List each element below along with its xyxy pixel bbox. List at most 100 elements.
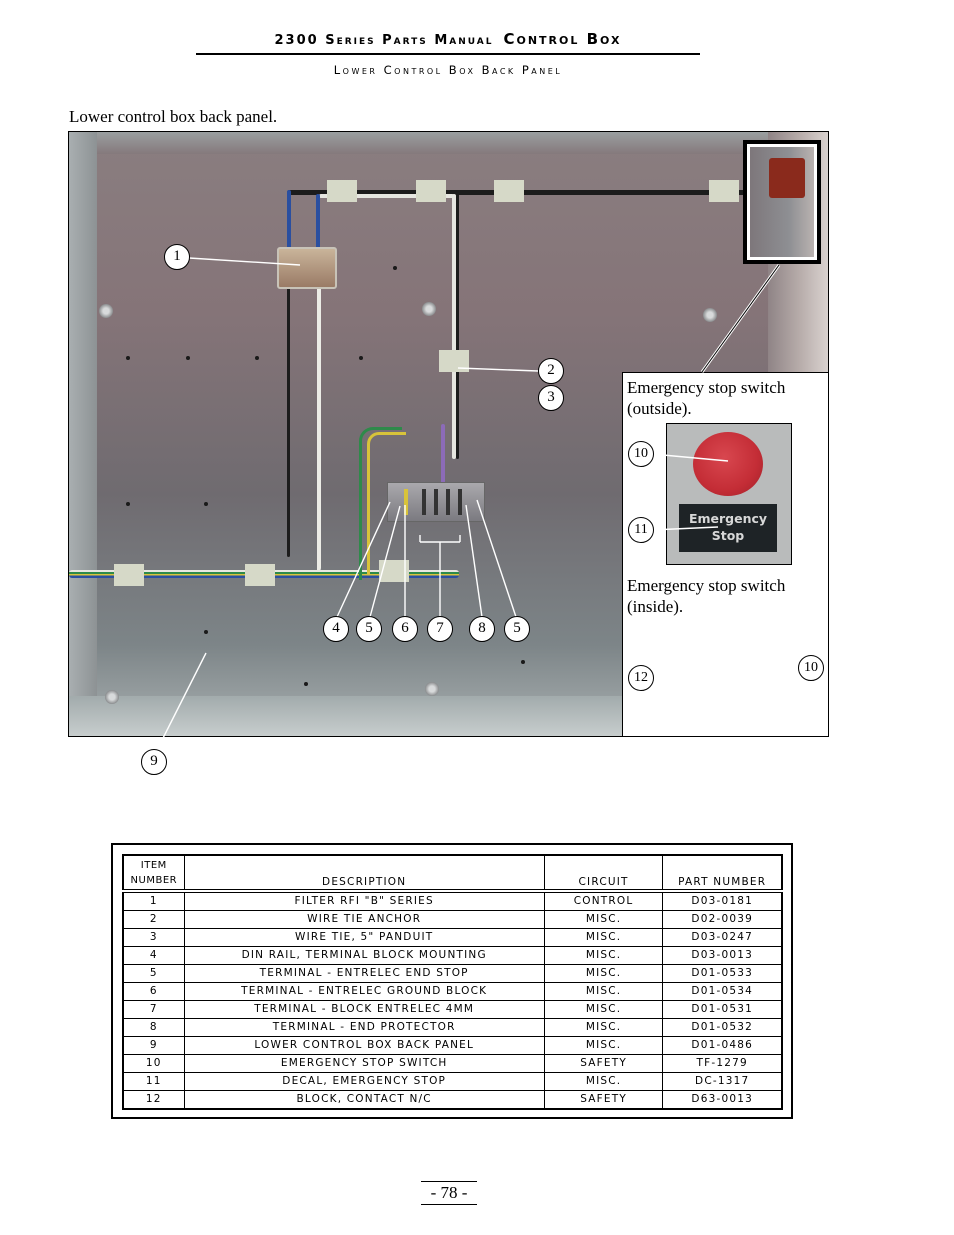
estop-detail-panel: Emergency stop switch (outside). Emergen… [622,372,828,736]
cell-item: 12 [122,1090,185,1110]
manual-title: 2300 Series Parts Manual Control Box [196,30,700,48]
manual-series-title: 2300 Series Parts Manual [274,33,494,48]
enclosure-left-edge [69,132,97,736]
cell-item: 1 [122,890,185,911]
page-subtitle: Lower Control Box Back Panel [333,63,563,77]
panel-hole [126,502,130,506]
cell-circuit: MISC. [543,1036,664,1055]
cell-circuit: MISC. [543,946,664,965]
panel-hole [255,356,259,360]
callout-2: 2 [538,358,564,384]
section-title: Control Box [503,30,622,48]
estop-inside-label: Emergency stop switch (inside). [627,575,785,617]
cell-description: TERMINAL - END PROTECTOR [183,1018,545,1037]
estop-outside-label-line1: Emergency stop switch [627,378,786,397]
callout-3: 3 [538,385,564,411]
cell-circuit: SAFETY [543,1090,664,1110]
cell-circuit: MISC. [543,964,664,983]
cell-part-number: D01-0533 [662,964,783,983]
panel-hole [304,682,308,686]
cell-item: 4 [122,946,185,965]
col-circuit: CIRCUIT [543,854,664,893]
cell-circuit: MISC. [543,982,664,1001]
white-drop-wire [317,287,321,572]
white-wire-top [319,194,454,198]
mounting-bolt [422,302,436,316]
callout-7: 7 [427,616,453,642]
wire-tie-anchor [439,350,469,372]
cell-description: BLOCK, CONTACT N/C [183,1090,545,1110]
black-drop-wire [287,287,290,557]
estop-inside-label-line1: Emergency stop switch [627,576,786,595]
cell-description: EMERGENCY STOP SWITCH [183,1054,545,1073]
callout-4: 4 [323,616,349,642]
callout-10-inside: 10 [798,655,824,681]
cell-circuit: MISC. [543,1018,664,1037]
cell-item: 8 [122,1018,185,1037]
terminal-slot [446,489,450,515]
ground-block [404,489,408,515]
cell-item: 9 [122,1036,185,1055]
cell-item: 6 [122,982,185,1001]
callout-1: 1 [164,244,190,270]
filter-lead-left [287,190,291,250]
wire-tie-anchor [379,560,409,582]
cell-description: DECAL, EMERGENCY STOP [183,1072,545,1091]
cell-circuit: MISC. [543,928,664,947]
estop-outside-photo: Emergency Stop [666,423,792,565]
cell-circuit: MISC. [543,1072,664,1091]
terminal-block-rail [387,482,485,522]
wire-tie-anchor [327,180,357,202]
page-number: - 78 - [421,1181,477,1205]
cell-item: 5 [122,964,185,983]
terminal-slot [458,489,462,515]
col-description: DESCRIPTION [183,854,545,893]
filter-lead-right [316,194,320,250]
cell-item: 2 [122,910,185,929]
cell-description: WIRE TIE, 5" PANDUIT [183,928,545,947]
cell-part-number: D01-0534 [662,982,783,1001]
decal-text-line1: Emergency [688,511,768,526]
cell-description: LOWER CONTROL BOX BACK PANEL [183,1036,545,1055]
cell-circuit: SAFETY [543,1054,664,1073]
callout-9: 9 [141,749,167,775]
estop-location-inset [743,140,821,264]
cell-part-number: DC-1317 [662,1072,783,1091]
callout-12: 12 [628,665,654,691]
cell-description: FILTER RFI "B" SERIES [183,890,545,911]
cell-part-number: D63-0013 [662,1090,783,1110]
callout-5-right: 5 [504,616,530,642]
terminal-slot [434,489,438,515]
panel-hole [204,502,208,506]
terminal-slot [422,489,426,515]
figure-caption: Lower control box back panel. [69,107,278,126]
mounting-bolt [703,308,717,322]
back-panel-photo: Emergency stop switch (outside). Emergen… [68,131,829,737]
estop-inside-label-line2: (inside). [627,597,684,616]
panel-hole [204,630,208,634]
cell-part-number: D01-0532 [662,1018,783,1037]
callout-6: 6 [392,616,418,642]
cell-part-number: D01-0486 [662,1036,783,1055]
cell-item: 10 [122,1054,185,1073]
cell-part-number: TF-1279 [662,1054,783,1073]
cell-description: WIRE TIE ANCHOR [183,910,545,929]
panel-hole [359,356,363,360]
enclosure-top-edge [69,132,828,154]
col-item-line2: NUMBER [130,875,178,886]
cell-description: DIN RAIL, TERMINAL BLOCK MOUNTING [183,946,545,965]
wire-tie-anchor [709,180,739,202]
